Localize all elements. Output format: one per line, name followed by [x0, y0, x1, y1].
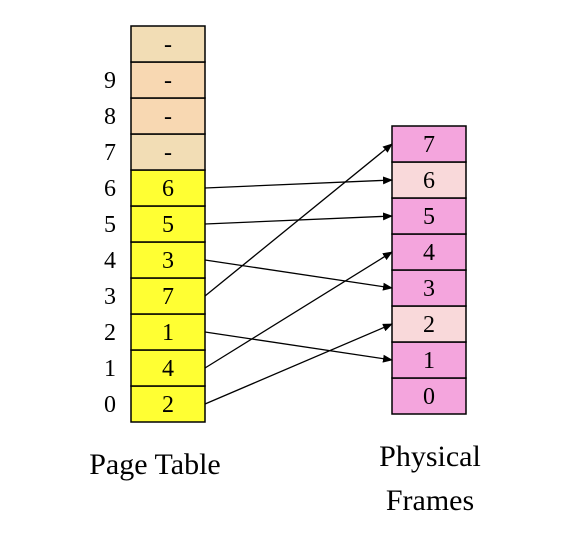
frame-number: 1 [423, 348, 435, 374]
frame-cell [391, 377, 467, 415]
physical-frame: 4 [391, 233, 467, 271]
page-index-label: 6 [104, 176, 116, 202]
frame-cell [391, 269, 467, 307]
frame-number: 2 [423, 312, 435, 338]
page-table-entry: 55 [104, 205, 206, 243]
page-table-value: 6 [162, 176, 174, 202]
page-table-entry: -7 [104, 133, 206, 171]
page-table-value: 1 [162, 320, 174, 346]
page-table-value: 4 [162, 356, 174, 382]
frame-cell [391, 341, 467, 379]
page-table-entry: 73 [104, 277, 206, 315]
page-table-entry: 34 [104, 241, 206, 279]
page-table-value: - [164, 140, 172, 166]
page-table-value: - [164, 68, 172, 94]
page-table-entry: 12 [104, 313, 206, 351]
page-table-cell [130, 349, 206, 387]
page-index-label: 2 [104, 320, 116, 346]
page-index-label: 5 [104, 212, 116, 238]
page-table-value: 5 [162, 212, 174, 238]
page-table-cell [130, 205, 206, 243]
page-index-label: 8 [104, 104, 116, 130]
physical-frame: 5 [391, 197, 467, 235]
page-table-cell [130, 169, 206, 207]
page-table-entry: -8 [104, 97, 206, 135]
page-index-label: 7 [104, 140, 116, 166]
page-table-value: 2 [162, 392, 174, 418]
frame-number: 5 [423, 204, 435, 230]
page-index-label: 1 [104, 356, 116, 382]
frame-number: 6 [423, 168, 435, 194]
frame-number: 4 [423, 240, 435, 266]
mapping-arrow [204, 331, 393, 363]
physical-frames-caption-line1: Physical [379, 440, 481, 473]
physical-frame: 0 [391, 377, 467, 415]
mapping-arrows [204, 143, 393, 405]
physical-frame: 3 [391, 269, 467, 307]
mapping-arrow [204, 259, 393, 291]
page-table-cell [130, 61, 206, 99]
mapping-arrow [204, 251, 393, 369]
mapping-arrow [204, 212, 393, 225]
mapping-arrow [204, 323, 393, 405]
page-index-label: 0 [104, 392, 116, 418]
page-table-cell [130, 97, 206, 135]
page-table-entry: 41 [104, 349, 206, 387]
physical-frame: 7 [391, 125, 467, 163]
page-table-value: 3 [162, 248, 174, 274]
page-index-label: 9 [104, 68, 116, 94]
page-table-entry: 66 [104, 169, 206, 207]
frame-number: 3 [423, 276, 435, 302]
page-table-cell [130, 133, 206, 171]
physical-frame: 2 [391, 305, 467, 343]
page-table-cell [130, 241, 206, 279]
page-table-value: - [164, 104, 172, 130]
page-index-label: 4 [104, 248, 116, 274]
frame-number: 0 [423, 384, 435, 410]
physical-frames: 0 1 2 3 4 5 6 7 [391, 125, 467, 415]
page-table-entry: -9 [104, 61, 206, 99]
physical-frame: 1 [391, 341, 467, 379]
page-table-value: 7 [162, 284, 174, 310]
physical-frame: 6 [391, 161, 467, 199]
mapping-arrow [204, 176, 393, 189]
physical-frames-caption-line2: Frames [386, 484, 474, 517]
page-index-label: 3 [104, 284, 116, 310]
page-table-entry: - [130, 25, 206, 63]
frame-cell [391, 125, 467, 163]
page-table-entry: 20 [104, 385, 206, 423]
page-table-cell [130, 25, 206, 63]
frame-number: 7 [423, 132, 435, 158]
page-table-cell [130, 385, 206, 423]
page-table-caption: Page Table [89, 448, 220, 481]
page-table-value: - [164, 32, 172, 58]
